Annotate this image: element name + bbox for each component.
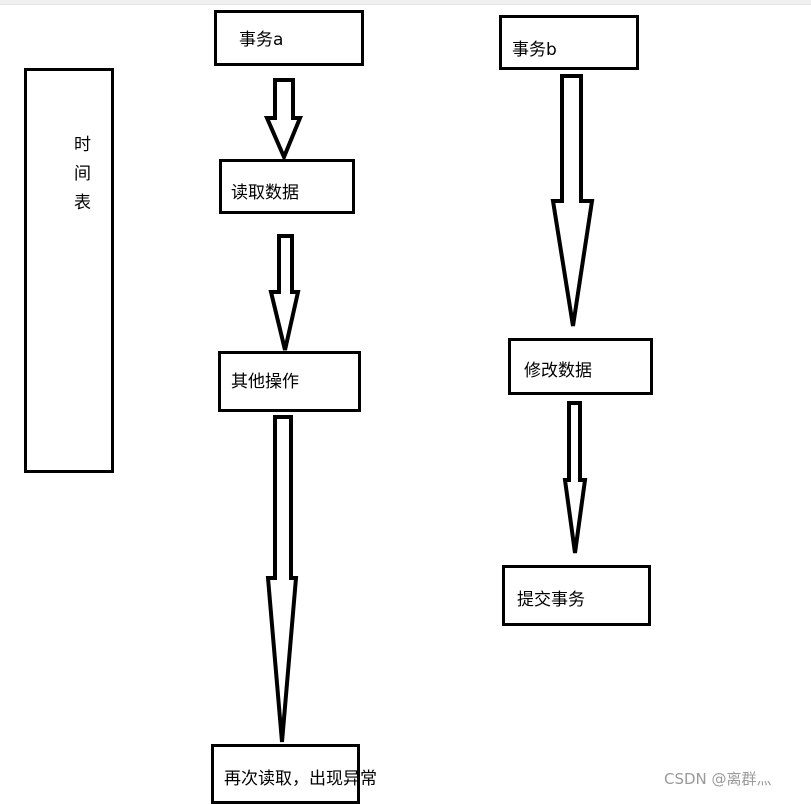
commit-transaction-box [502, 565, 651, 626]
arrow-tx-a-to-read [263, 78, 303, 163]
commit-transaction-label: 提交事务 [517, 590, 585, 610]
other-operations-label: 其他操作 [231, 372, 299, 392]
reread-error-label: 再次读取，出现异常 [224, 769, 377, 789]
other-operations-box [218, 351, 361, 412]
modify-data-label: 修改数据 [524, 361, 592, 381]
arrow-modify-to-commit [562, 401, 588, 554]
transaction-b-box [499, 15, 639, 70]
read-data-box [219, 159, 355, 214]
transaction-a-box [214, 10, 364, 66]
timeline-box [24, 68, 114, 473]
arrow-tx-b-to-modify [550, 74, 595, 327]
modify-data-box [508, 338, 653, 395]
csdn-watermark: CSDN @离群灬 [664, 770, 772, 788]
arrow-other-to-reread [265, 415, 299, 743]
transaction-b-title: 事务b [512, 40, 557, 60]
read-data-label: 读取数据 [231, 183, 299, 203]
timeline-label: 时 间 表 [74, 135, 91, 213]
arrow-read-to-other [268, 234, 301, 351]
top-border [0, 0, 811, 5]
transaction-a-title: 事务a [239, 30, 284, 50]
